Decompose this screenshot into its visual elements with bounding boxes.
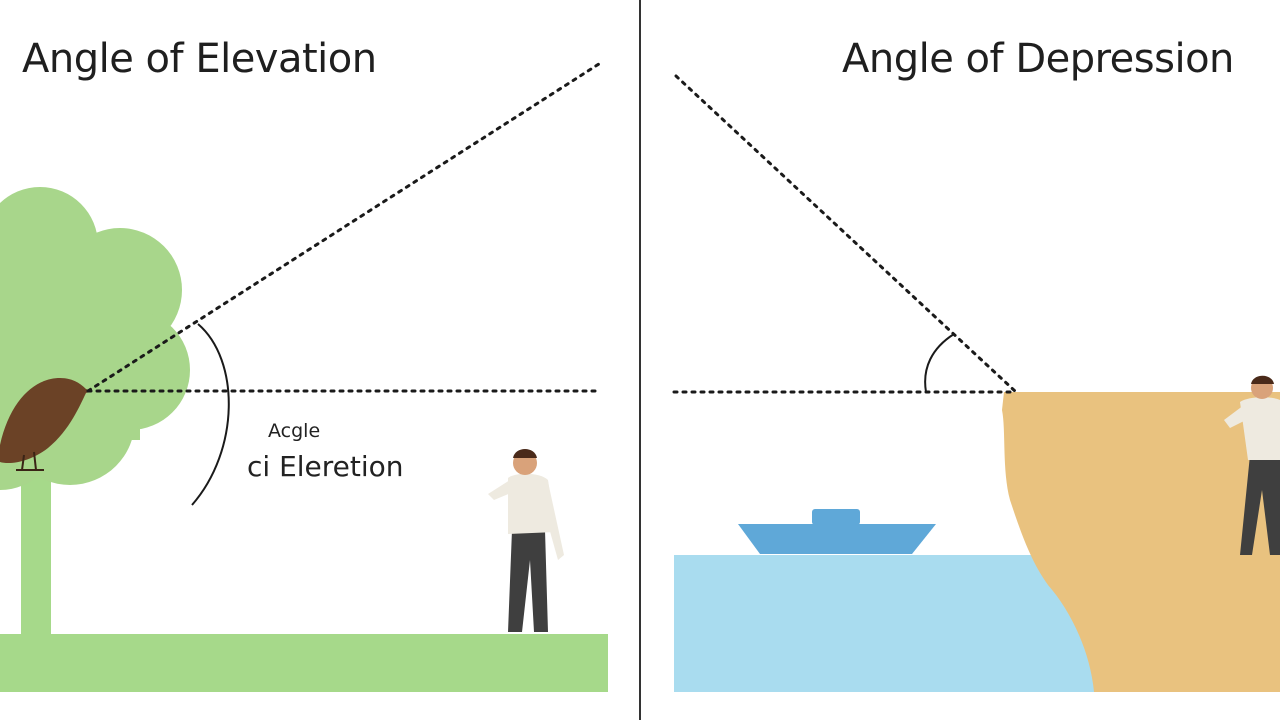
- cliff: [1002, 392, 1280, 692]
- person-left: [488, 449, 564, 632]
- depression-title: Angle of Depression: [842, 36, 1234, 82]
- bird-body: [0, 378, 92, 464]
- angle-label-line2: ci Eleretion: [247, 450, 404, 483]
- person-right: [1224, 375, 1280, 555]
- water: [674, 555, 1104, 692]
- angle-label-line1: Acgle: [268, 420, 321, 442]
- bird: [0, 378, 92, 471]
- elevation-title: Angle of Elevation: [22, 36, 377, 82]
- tree-trunk: [21, 470, 51, 638]
- depression-panel: [672, 74, 1280, 692]
- elevation-panel: [0, 60, 608, 692]
- depression-angle-arc: [924, 333, 955, 393]
- grass-ground: [0, 634, 608, 692]
- boat: [738, 509, 936, 554]
- elevation-angle-arc: [191, 323, 230, 506]
- line-of-sight-depression: [674, 74, 1018, 394]
- line-of-sight-elevation: [86, 60, 604, 393]
